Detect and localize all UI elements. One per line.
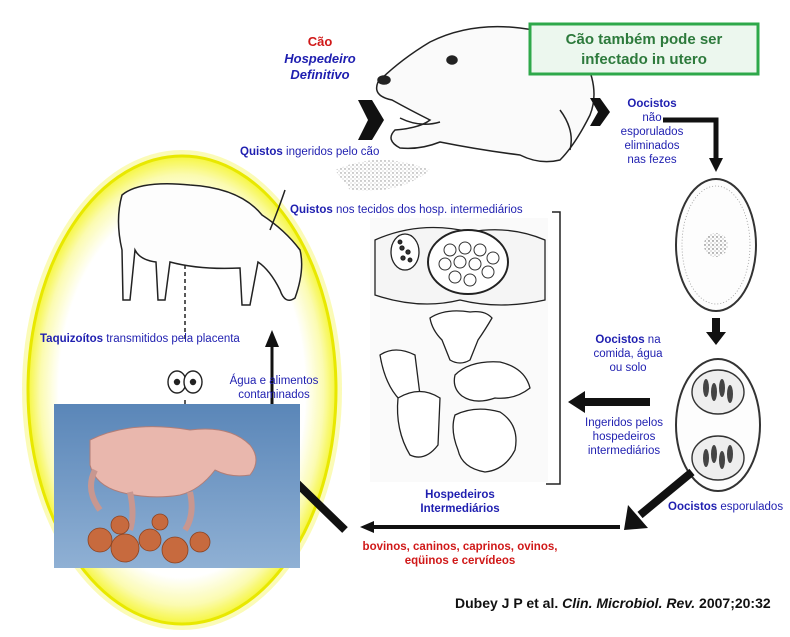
oocysts-line1: não [642, 112, 662, 124]
oocysts-food-rest: na [644, 334, 661, 346]
oocysts-line2: esporulados [620, 126, 684, 138]
goat-drawing [117, 183, 303, 306]
tachyzoites-bold: Taquizoítos [40, 333, 104, 345]
tachyzoites-label: Taquizoítos transmitidos pela placenta [40, 332, 280, 346]
arrow-down-icon [706, 318, 726, 345]
arrow-out-dog-icon [590, 98, 610, 126]
citation: Dubey J P et al. Clin. Microbiol. Rev. 2… [455, 594, 790, 612]
citation-year: 2007;20:32 [695, 595, 771, 611]
elbow-arrow-line [663, 117, 719, 160]
in-utero-box [528, 22, 760, 76]
oocysts-food-line2: comida, água [593, 348, 663, 360]
intermediate-hosts-line2: Intermediários [420, 503, 500, 515]
citation-author: Dubey J P et al. [455, 595, 563, 611]
host-definitive-title: Cão [307, 34, 333, 49]
hosts-bracket [546, 211, 561, 485]
oocysts-line3: eliminados [624, 140, 680, 152]
water-food-label: Água e alimentos contaminados [222, 374, 326, 402]
species-line1: bovinos, caninos, caprinos, ovinos, [362, 541, 558, 553]
cysts-ingested-bold: Quistos [240, 146, 283, 158]
species-label: bovinos, caninos, caprinos, ovinos, eqüi… [340, 540, 580, 568]
ingested-line1: Ingeridos pelos [585, 417, 663, 429]
sporulated-oocyst-drawing [675, 358, 761, 492]
oocysts-line4: nas fezes [627, 154, 677, 166]
ingested-line3: intermediários [587, 445, 661, 457]
oocysts-sporulated-rest: esporulados [717, 501, 784, 513]
host-definitive-line2: Definitivo [290, 67, 350, 82]
tachyzoites-rest: transmitidos pela placenta [103, 333, 240, 345]
intermediate-hosts-line1: Hospedeiros [425, 489, 495, 501]
ingested-line2: hospedeiros [592, 431, 656, 443]
oocysts-sporulated-bold: Oocistos [668, 501, 718, 513]
cysts-ingested-label: Quistos ingeridos pelo cão [240, 145, 400, 159]
bottom-arrow-head-icon [360, 521, 374, 533]
oocysts-food-bold: Oocistos [595, 334, 645, 346]
ingested-intermediate-label: Ingeridos pelos hospedeiros intermediári… [568, 416, 680, 458]
intermediate-hosts-label: Hospedeiros Intermediários [400, 488, 520, 516]
arrow-head-down-icon [709, 158, 723, 172]
diagonal-arrow-line [637, 468, 695, 519]
vertical-up-arrow-head-icon [265, 330, 279, 347]
oocysts-bold: Oocistos [627, 98, 677, 110]
arrow-into-dog-icon [358, 100, 384, 140]
aborted-fetus-photo [54, 404, 300, 568]
tachyzoite-cells-icon [167, 370, 203, 394]
oocysts-food-line3: ou solo [609, 362, 647, 374]
oocysts-sporulated-label: Oocistos esporulados [668, 500, 790, 514]
cysts-tissues-bold: Quistos [290, 204, 333, 216]
species-line2: eqüinos e cervídeos [404, 555, 516, 567]
cysts-tissues-rest: nos tecidos dos hosp. intermediários [332, 204, 523, 216]
in-utero-line2: infectado in utero [581, 51, 707, 68]
diagonal-arrow-head-icon [624, 505, 648, 530]
in-utero-line1: Cão também pode ser [565, 31, 723, 48]
water-food-line1: Água e alimentos [229, 375, 319, 387]
host-definitive-line1: Hospedeiro [284, 51, 356, 66]
citation-journal: Clin. Microbiol. Rev. [562, 595, 696, 611]
water-food-line2: contaminados [238, 389, 310, 401]
cysts-ingested-rest: ingeridos pelo cão [282, 146, 380, 158]
intermediate-hosts-drawing [370, 218, 548, 482]
unsporulated-oocyst-drawing [675, 178, 757, 312]
arrow-left-icon [568, 391, 650, 413]
stipple-shadow [335, 160, 430, 191]
cysts-tissues-label: Quistos nos tecidos dos hosp. intermediá… [290, 203, 550, 217]
oocysts-food-label: Oocistos na comida, água ou solo [578, 333, 678, 375]
oocysts-unsporulated-label: Oocistos não esporulados eliminados nas … [598, 97, 706, 167]
